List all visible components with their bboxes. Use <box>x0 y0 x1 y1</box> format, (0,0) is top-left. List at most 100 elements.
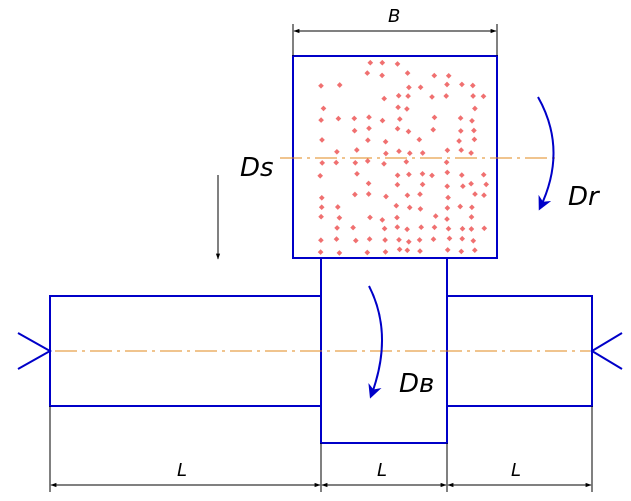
dim-b-label: B <box>388 6 400 27</box>
wear-point <box>396 246 403 253</box>
wear-point <box>404 106 410 112</box>
wear-point <box>406 150 413 157</box>
wear-point <box>444 183 451 190</box>
wear-point <box>417 206 424 212</box>
wear-point <box>365 137 371 144</box>
wear-point <box>352 237 359 244</box>
wear-point <box>458 147 465 153</box>
wear-point <box>336 82 343 88</box>
wear-point <box>403 158 410 165</box>
wear-point <box>353 147 360 153</box>
wear-point <box>445 194 451 201</box>
db-rotation-arrow <box>368 285 383 399</box>
wear-point <box>457 203 464 210</box>
wear-point <box>396 148 402 155</box>
wear-point <box>319 137 325 143</box>
wear-point <box>431 224 438 231</box>
dr-label: Dr <box>568 182 601 212</box>
wear-point <box>459 225 466 232</box>
wear-point <box>418 224 425 231</box>
wear-point <box>430 236 437 243</box>
wear-point <box>404 70 411 76</box>
wear-point <box>366 236 373 242</box>
wear-point <box>352 159 359 166</box>
wear-point <box>351 127 358 134</box>
wear-point <box>443 159 450 166</box>
wear-point <box>367 59 374 66</box>
wear-point <box>417 248 423 254</box>
wear-point <box>419 170 426 177</box>
wear-point <box>318 82 324 89</box>
wear-point <box>350 224 356 231</box>
wear-point <box>470 237 477 244</box>
wear-point <box>381 160 387 167</box>
wear-point <box>470 93 476 99</box>
wear-point <box>471 136 478 143</box>
wear-point <box>419 181 426 188</box>
wear-point <box>430 126 437 133</box>
wear-point <box>429 172 435 179</box>
wear-point <box>431 114 438 121</box>
wear-point <box>395 92 402 99</box>
wear-point <box>366 125 372 132</box>
wear-point <box>468 180 474 187</box>
wear-point <box>365 191 372 197</box>
wear-point <box>394 214 400 221</box>
wear-point <box>460 183 466 190</box>
wear-point <box>354 170 360 177</box>
wear-point <box>404 192 411 199</box>
wear-point <box>394 125 401 132</box>
wear-point <box>394 224 401 230</box>
wear-point <box>406 204 413 211</box>
wear-point <box>319 160 326 166</box>
wear-point <box>444 169 451 176</box>
wear-point <box>381 225 388 232</box>
wear-point <box>320 105 327 112</box>
wear-point <box>396 236 402 243</box>
wear-point <box>336 214 343 221</box>
wear-point <box>468 226 475 232</box>
wear-point <box>318 213 324 220</box>
wear-point <box>318 237 324 244</box>
right-center-icon <box>590 332 623 370</box>
wear-point <box>444 147 451 154</box>
wear-point <box>379 117 386 124</box>
wear-point <box>429 94 435 100</box>
dr-rotation-arrow <box>537 96 555 211</box>
wear-point <box>459 81 465 88</box>
dim-l-mid-label: L <box>377 460 387 481</box>
wear-point <box>458 248 465 255</box>
wear-point <box>333 159 340 166</box>
wear-point <box>383 150 389 157</box>
wear-point <box>364 249 371 256</box>
wear-point <box>457 128 464 134</box>
wear-point <box>381 95 388 102</box>
wear-point <box>334 225 340 231</box>
wear-point <box>417 84 424 91</box>
wear-point <box>446 235 453 242</box>
wear-point <box>382 237 388 243</box>
wear-point <box>471 247 478 254</box>
wear-point <box>336 250 343 256</box>
wear-point <box>405 238 412 245</box>
wear-point <box>382 138 389 145</box>
wear-point <box>318 117 324 123</box>
wear-point <box>366 114 372 121</box>
wear-point <box>458 172 465 178</box>
wear-point <box>364 158 371 164</box>
wear-point <box>364 70 371 76</box>
wear-point <box>445 225 452 232</box>
wear-point <box>394 61 401 67</box>
left-center-icon <box>17 332 53 370</box>
wear-point <box>443 93 450 99</box>
top-disc <box>292 55 498 259</box>
wear-point <box>416 237 423 243</box>
wear-point <box>317 172 324 179</box>
wear-point <box>379 72 385 79</box>
wear-point <box>318 194 325 201</box>
wear-point <box>318 204 325 211</box>
wear-point <box>445 72 452 79</box>
wear-point <box>472 105 478 112</box>
wear-point <box>480 93 487 100</box>
